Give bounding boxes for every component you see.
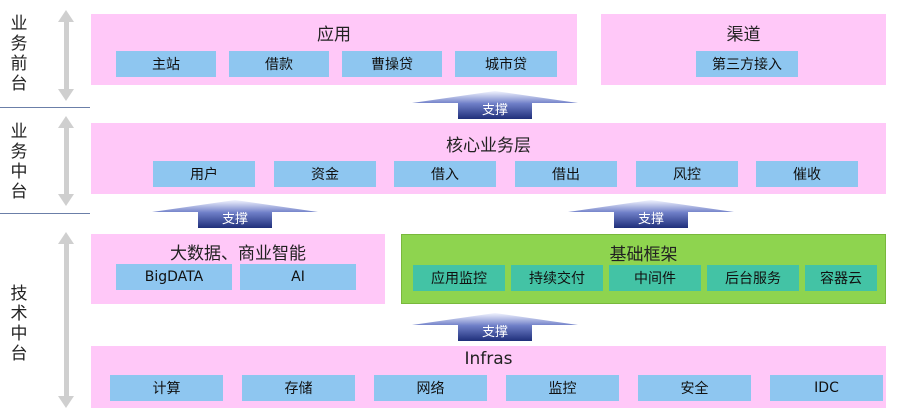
core-panel: 核心业务层 用户 资金 借入 借出 风控 催收 — [91, 123, 886, 194]
side-label-middle: 业务中台 — [8, 122, 30, 202]
side-label-char: 台 — [10, 182, 28, 202]
framework-item-backend-service: 后台服务 — [707, 265, 799, 291]
separator-line — [0, 107, 90, 108]
up-arrow-icon — [58, 10, 74, 22]
side-label-char: 台 — [10, 344, 28, 364]
infras-item-network: 网络 — [374, 375, 487, 401]
side-label-char: 中 — [10, 162, 28, 182]
support-label: 支撑 — [637, 212, 664, 227]
side-label-char: 术 — [10, 304, 28, 324]
separator-line — [0, 213, 90, 214]
infras-panel: Infras 计算 存储 网络 监控 安全 IDC — [91, 346, 886, 408]
app-title: 应用 — [317, 25, 351, 45]
infras-item-storage: 存储 — [242, 375, 355, 401]
support-arrow: 支撑 — [568, 200, 734, 228]
support-arrow-icon — [152, 200, 318, 228]
infras-item-idc: IDC — [770, 375, 883, 401]
bigdata-item-bigdata: BigDATA — [116, 264, 232, 290]
bigdata-title: 大数据、商业智能 — [170, 244, 306, 264]
down-arrow-icon — [58, 194, 74, 206]
channel-panel: 渠道 第三方接入 — [601, 14, 886, 85]
app-item-main-site: 主站 — [116, 51, 216, 77]
down-arrow-icon — [58, 396, 74, 408]
support-label: 支撑 — [481, 103, 508, 118]
side-label-char: 业 — [10, 122, 28, 142]
framework-item-continuous-delivery: 持续交付 — [511, 265, 603, 291]
down-arrow-icon — [58, 89, 74, 101]
support-arrow: 支撑 — [152, 200, 318, 228]
side-label-tech: 技术中台 — [8, 284, 30, 364]
support-arrow: 支撑 — [412, 91, 578, 119]
core-item-lend-out: 借出 — [515, 161, 617, 187]
side-label-char: 中 — [10, 324, 28, 344]
vertical-range-line — [64, 244, 69, 396]
bigdata-panel: 大数据、商业智能 BigDATA AI — [91, 234, 385, 304]
support-arrow-icon — [412, 313, 578, 341]
side-label-char: 台 — [10, 74, 28, 94]
core-item-collection: 催收 — [756, 161, 858, 187]
support-label: 支撑 — [481, 325, 508, 340]
infras-item-monitor: 监控 — [506, 375, 619, 401]
framework-item-middleware: 中间件 — [609, 265, 701, 291]
support-arrow-icon — [412, 91, 578, 119]
app-item-city-loan: 城市贷 — [455, 51, 557, 77]
core-item-borrow-in: 借入 — [394, 161, 496, 187]
infras-title: Infras — [464, 349, 513, 369]
app-item-caocao-loan: 曹操贷 — [342, 51, 442, 77]
app-item-loan: 借款 — [229, 51, 329, 77]
vertical-range-line — [64, 22, 69, 89]
support-arrow-icon — [568, 200, 734, 228]
bigdata-item-ai: AI — [240, 264, 356, 290]
infras-item-security: 安全 — [638, 375, 751, 401]
framework-panel: 基础框架 应用监控 持续交付 中间件 后台服务 容器云 — [401, 234, 886, 304]
up-arrow-icon — [58, 232, 74, 244]
core-item-user: 用户 — [153, 161, 255, 187]
core-item-risk-control: 风控 — [636, 161, 738, 187]
channel-title: 渠道 — [726, 25, 761, 45]
up-arrow-icon — [58, 116, 74, 128]
framework-title: 基础框架 — [609, 245, 678, 265]
infras-item-compute: 计算 — [110, 375, 223, 401]
core-item-funds: 资金 — [274, 161, 376, 187]
framework-item-app-monitor: 应用监控 — [413, 265, 505, 291]
support-arrow: 支撑 — [412, 313, 578, 341]
side-label-char: 务 — [10, 142, 28, 162]
vertical-range-line — [64, 128, 69, 194]
app-panel: 应用 主站 借款 曹操贷 城市贷 — [91, 14, 577, 85]
side-label-char: 务 — [10, 34, 28, 54]
side-label-char: 前 — [10, 54, 28, 74]
channel-item-third-party: 第三方接入 — [696, 51, 798, 77]
framework-item-container-cloud: 容器云 — [805, 265, 877, 291]
core-title: 核心业务层 — [446, 136, 531, 156]
side-label-front: 业务前台 — [8, 14, 30, 94]
side-label-char: 业 — [10, 14, 28, 34]
side-label-char: 技 — [10, 284, 28, 304]
support-label: 支撑 — [221, 212, 248, 227]
